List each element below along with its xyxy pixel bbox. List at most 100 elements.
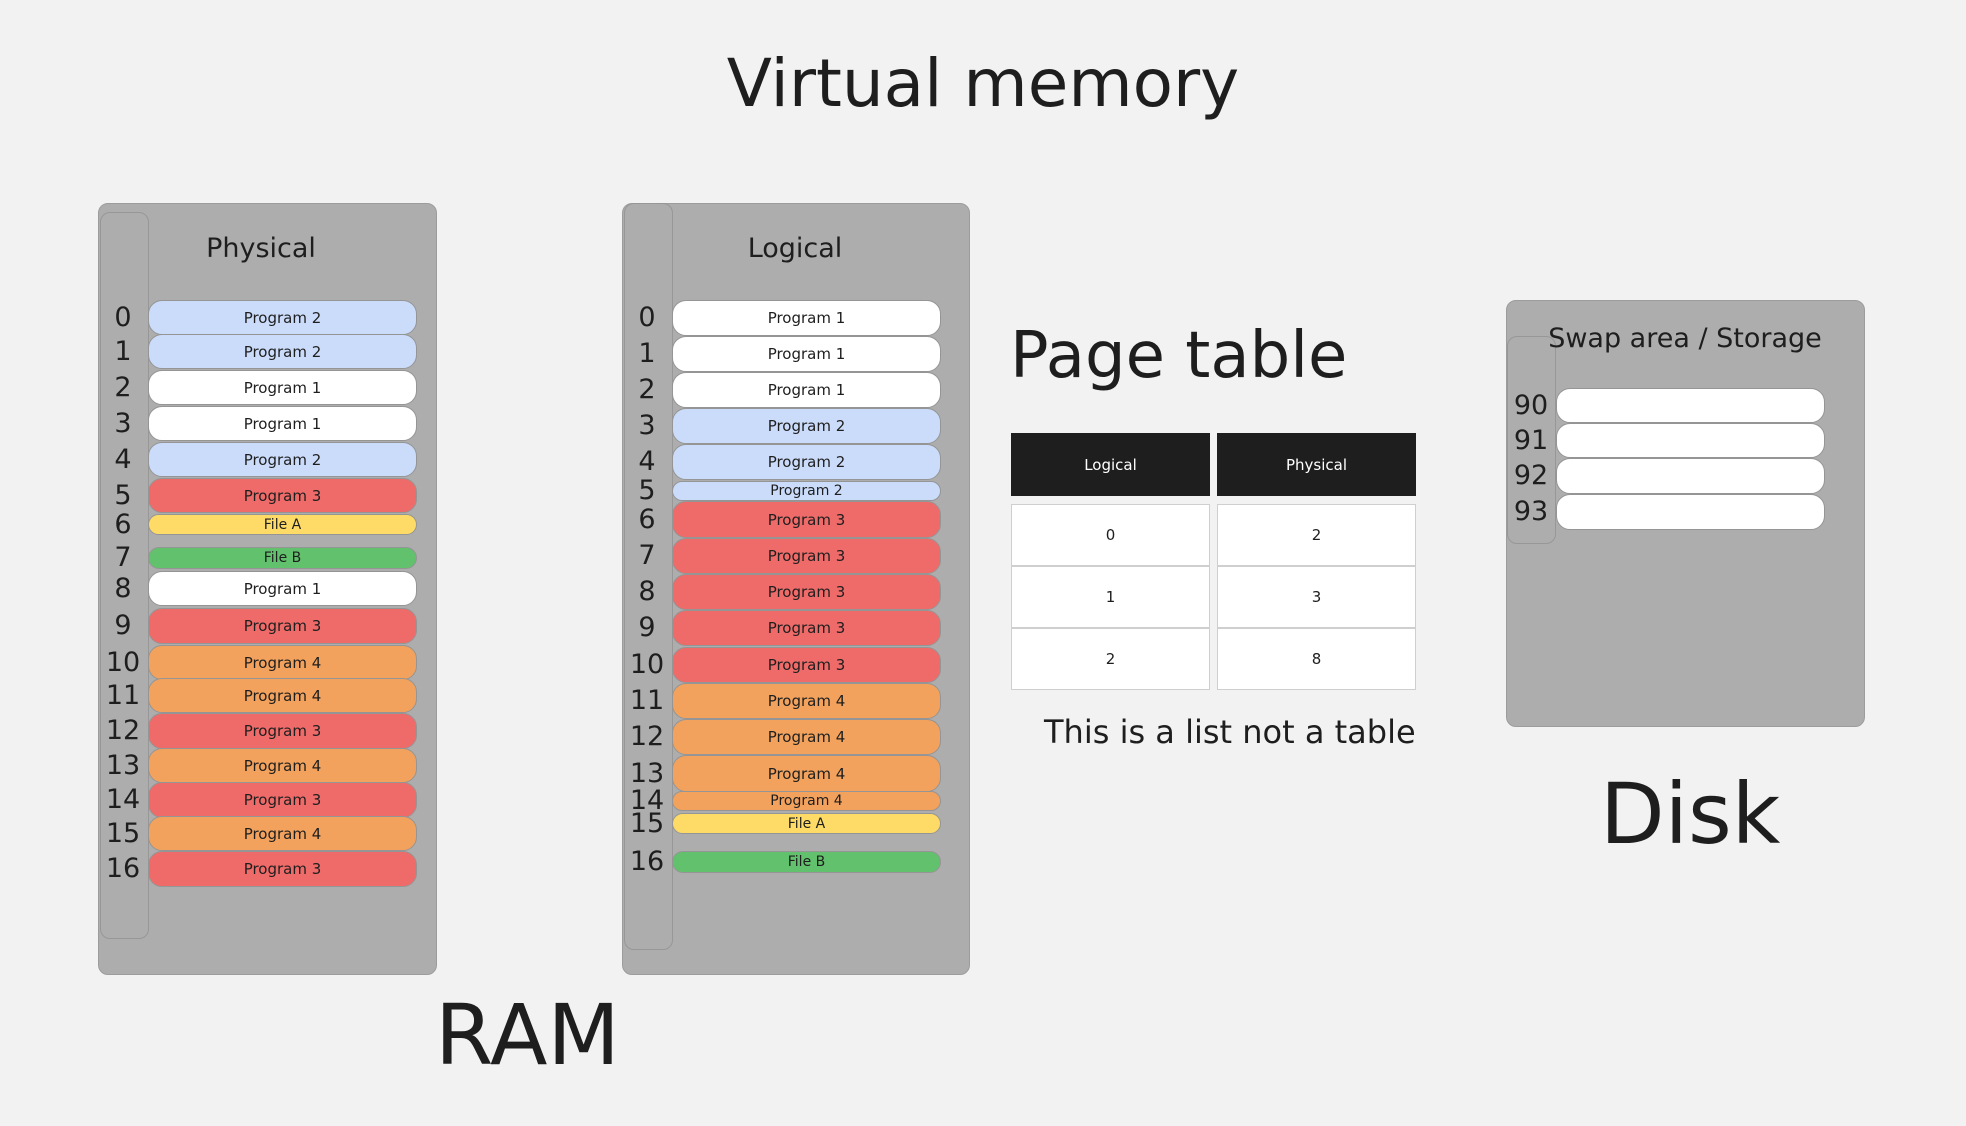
physical-slot-label: Program 2 — [243, 342, 322, 361]
physical-slot-label: Program 1 — [243, 579, 322, 598]
logical-slot-label: Program 4 — [770, 793, 843, 809]
logical-slot: Program 4 — [672, 683, 941, 719]
physical-slot-index: 4 — [114, 443, 132, 475]
logical-slot-index: 4 — [638, 446, 656, 477]
logical-slot-index: 14 — [629, 785, 665, 816]
diagram-title: Virtual memory — [726, 45, 1240, 122]
physical-slot-index: 16 — [105, 853, 141, 884]
physical-slot: Program 2 — [148, 442, 417, 477]
swap-slot — [1556, 494, 1825, 530]
physical-slot: File B — [148, 547, 417, 569]
swap-slot — [1556, 458, 1825, 494]
logical-slot-label: Program 1 — [767, 309, 846, 327]
swap-slot-index: 93 — [1513, 496, 1549, 527]
physical-slot: Program 3 — [148, 478, 417, 513]
physical-title: Physical — [206, 233, 316, 264]
physical-slot: Program 1 — [148, 406, 417, 441]
logical-slot-index: 6 — [638, 503, 656, 535]
swap-slot-index: 91 — [1513, 424, 1549, 456]
logical-slot-label: Program 3 — [767, 619, 846, 637]
logical-slot-label: Program 3 — [767, 547, 846, 565]
logical-slot: Program 4 — [672, 791, 941, 811]
physical-slot: Program 4 — [148, 678, 417, 713]
logical-slot-index: 5 — [638, 475, 656, 506]
logical-slot: Program 3 — [672, 647, 941, 683]
logical-slot-label: Program 2 — [767, 417, 846, 435]
logical-slot: Program 1 — [672, 336, 941, 372]
logical-slot: Program 1 — [672, 372, 941, 408]
logical-slot-label: Program 1 — [767, 345, 846, 363]
logical-slot: Program 3 — [672, 574, 941, 610]
physical-slot-index: 1 — [114, 335, 132, 367]
physical-slot-label: Program 1 — [243, 378, 322, 397]
physical-slot-label: Program 2 — [243, 308, 322, 327]
swap-slot-index: 92 — [1513, 460, 1549, 491]
logical-slot: Program 3 — [672, 610, 941, 646]
physical-slot: Program 3 — [148, 713, 417, 749]
page-table-note: This is a list not a table — [1044, 713, 1416, 751]
logical-slot-index: 0 — [638, 302, 656, 333]
logical-slot-label: Program 2 — [770, 483, 843, 499]
logical-slot: Program 4 — [672, 719, 941, 755]
physical-slot: Program 4 — [148, 816, 417, 851]
physical-slot-label: Program 4 — [243, 653, 322, 672]
physical-slot-index: 6 — [114, 508, 132, 540]
disk-label: Disk — [1600, 765, 1781, 863]
page-table-title: Page table — [1010, 319, 1348, 393]
logical-slot: Program 3 — [672, 501, 941, 538]
logical-slot-index: 11 — [629, 685, 665, 716]
page-table-cell: 3 — [1217, 566, 1416, 628]
physical-slot-index: 5 — [114, 479, 132, 511]
logical-slot: Program 2 — [672, 481, 941, 501]
physical-slot: Program 3 — [148, 782, 417, 818]
logical-slot: Program 4 — [672, 755, 941, 792]
logical-slot-label: Program 4 — [767, 728, 846, 746]
page-table-cell: 8 — [1217, 628, 1416, 690]
page-table-header-physical: Physical — [1217, 433, 1416, 496]
logical-slot-label: Program 4 — [767, 764, 846, 783]
page-table-header-logical: Logical — [1011, 433, 1210, 496]
logical-slot-label: File B — [787, 854, 826, 870]
physical-slot-label: Program 2 — [243, 450, 322, 469]
physical-index-gutter — [100, 212, 149, 939]
physical-slot: Program 3 — [148, 851, 417, 887]
physical-slot-label: Program 4 — [243, 756, 322, 775]
physical-slot: Program 3 — [148, 608, 417, 644]
physical-slot: Program 1 — [148, 370, 417, 405]
physical-slot-index: 13 — [105, 749, 141, 781]
physical-slot: Program 2 — [148, 300, 417, 335]
physical-slot-index: 7 — [114, 542, 132, 573]
physical-slot-label: Program 1 — [243, 414, 322, 433]
swap-index-gutter — [1507, 336, 1556, 544]
physical-slot-label: File B — [263, 550, 302, 566]
logical-slot-index: 3 — [638, 410, 656, 441]
logical-slot-index: 16 — [629, 846, 665, 877]
swap-slot — [1556, 388, 1825, 423]
physical-slot: Program 2 — [148, 334, 417, 369]
logical-slot-label: File A — [787, 815, 826, 832]
logical-slot-index: 1 — [638, 338, 656, 369]
logical-slot: Program 2 — [672, 408, 941, 444]
physical-slot-label: Program 3 — [243, 486, 322, 505]
logical-slot-label: Program 3 — [767, 510, 846, 529]
ram-label: RAM — [435, 986, 620, 1084]
physical-slot-label: Program 3 — [243, 791, 322, 809]
logical-slot-label: Program 4 — [767, 692, 846, 710]
physical-slot-label: Program 3 — [243, 722, 322, 740]
physical-slot-index: 14 — [105, 784, 141, 815]
logical-index-gutter — [624, 203, 673, 950]
logical-slot: Program 3 — [672, 538, 941, 574]
logical-slot-index: 10 — [629, 649, 665, 680]
logical-slot-label: Program 3 — [767, 656, 846, 674]
physical-slot-index: 12 — [105, 715, 141, 746]
page-table-cell: 2 — [1217, 504, 1416, 566]
logical-slot: File A — [672, 813, 941, 834]
page-table-cell: 1 — [1011, 566, 1210, 628]
physical-slot-index: 10 — [105, 646, 141, 678]
physical-slot-index: 3 — [114, 407, 132, 439]
physical-slot-label: Program 3 — [243, 617, 322, 635]
logical-slot: Program 2 — [672, 444, 941, 480]
logical-slot: File B — [672, 851, 941, 873]
swap-title: Swap area / Storage — [1548, 323, 1822, 354]
logical-slot-label: Program 1 — [767, 381, 846, 399]
